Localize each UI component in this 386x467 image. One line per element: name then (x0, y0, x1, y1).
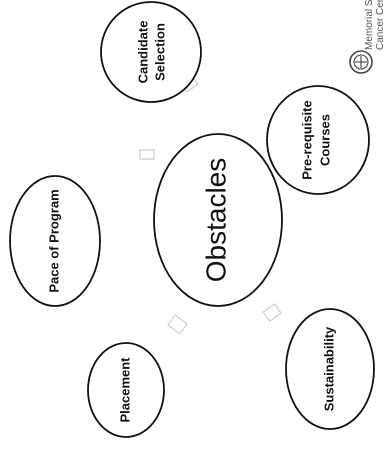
logo-line-2: Cancer Cent (375, 0, 386, 50)
logo-emblem-icon (349, 50, 373, 74)
node-prerequisite-courses-line-2: Courses (317, 114, 332, 166)
node-candidate-selection-line-1: Candidate (135, 21, 150, 84)
arrow-to-placement (167, 314, 188, 335)
center-node: Obstacles (153, 133, 283, 307)
node-sustainability-line-1: Sustainability (321, 326, 336, 411)
center-label: Obstacles (200, 158, 231, 283)
node-placement-line-1: Placement (117, 357, 132, 423)
node-placement: Placement (87, 342, 165, 438)
node-pace-of-program-line-1: Pace of Program (46, 189, 61, 292)
memorial-sloan-logo: Memorial Sl Cancer Cent (349, 0, 386, 74)
node-sustainability: Sustainability (285, 308, 375, 430)
node-candidate-selection: Candidate Selection (100, 1, 202, 103)
node-candidate-selection-line-2: Selection (152, 23, 167, 81)
node-pace-of-program: Pace of Program (9, 175, 101, 307)
arrow-to-pace-of-program (139, 149, 155, 160)
node-prerequisite-courses: Pre-requisite Courses (266, 85, 370, 195)
node-prerequisite-courses-line-1: Pre-requisite (299, 100, 314, 179)
logo-line-1: Memorial Sl (364, 0, 375, 50)
arrow-to-sustainability (262, 303, 282, 322)
